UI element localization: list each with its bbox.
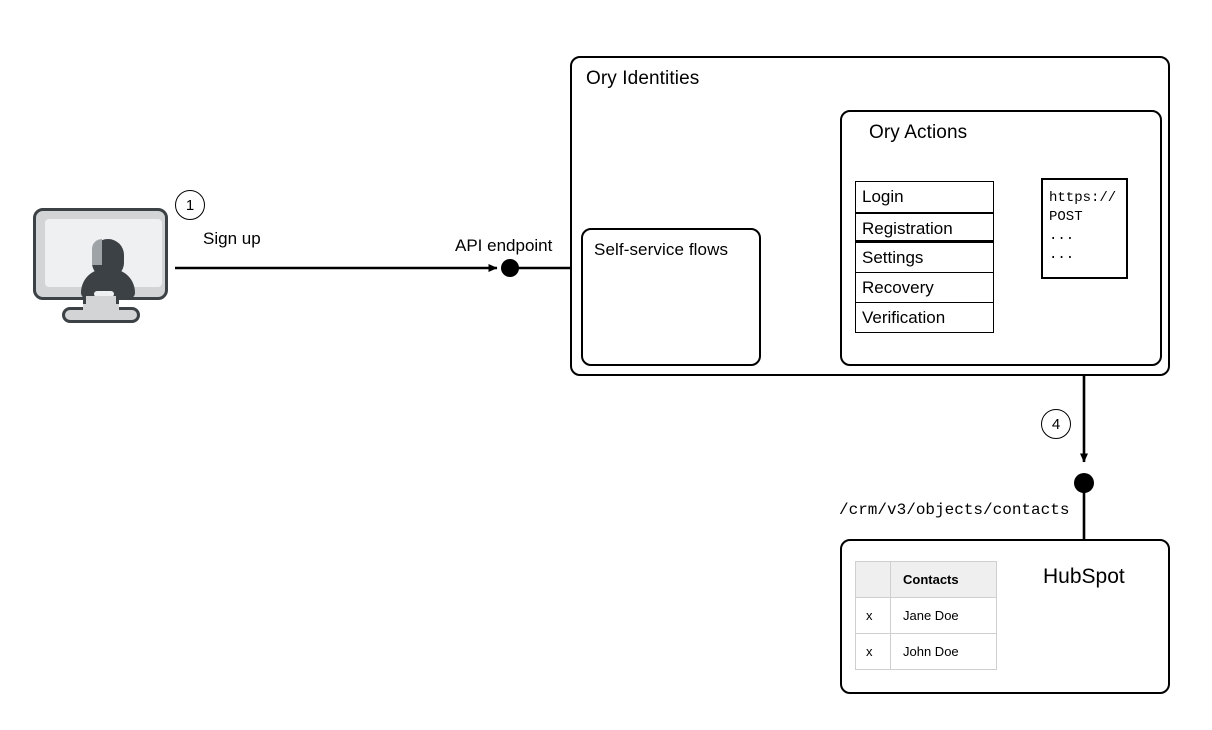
ory-actions-title: Ory Actions xyxy=(869,122,968,143)
http-line-method: POST xyxy=(1049,209,1083,225)
sign-up-label: Sign up xyxy=(203,229,261,248)
monitor-notch xyxy=(94,291,114,297)
hubspot-endpoint-dot xyxy=(1074,473,1094,493)
self-service-flows-box xyxy=(581,228,761,366)
crm-path-label: /crm/v3/objects/contacts xyxy=(839,501,1070,519)
http-request-card: https:// POST ... ... xyxy=(1041,178,1128,279)
table-row[interactable]: x John Doe xyxy=(855,633,997,670)
api-endpoint-label: API endpoint xyxy=(455,236,553,255)
self-service-flows-title: Self-service flows xyxy=(594,240,729,259)
ory-actions-flow-list: Login Registration Settings Recovery Ver… xyxy=(855,181,994,333)
hubspot-title: HubSpot xyxy=(1043,565,1125,588)
monitor-screen xyxy=(45,219,162,299)
monitor-base-cover xyxy=(83,304,119,311)
contacts-table: Contacts x Jane Doe x John Doe xyxy=(855,561,997,670)
http-line-ellipsis-2: ... xyxy=(1049,247,1075,263)
http-line-url: https:// xyxy=(1049,190,1117,206)
row-contact-name: John Doe xyxy=(890,633,997,670)
row-contact-name: Jane Doe xyxy=(890,597,997,634)
monitor-frame xyxy=(33,208,168,300)
table-header-blank xyxy=(855,561,891,598)
step-circle-4: 4 xyxy=(1041,409,1071,439)
table-header-contacts: Contacts xyxy=(890,561,997,598)
row-mark: x xyxy=(855,597,891,634)
ory-identities-title: Ory Identities xyxy=(586,68,700,89)
flow-item-registration[interactable]: Registration xyxy=(856,212,993,242)
step-circle-1: 1 xyxy=(175,190,205,220)
flow-item-settings[interactable]: Settings xyxy=(856,242,993,272)
flow-item-verification[interactable]: Verification xyxy=(856,302,993,332)
http-line-ellipsis-1: ... xyxy=(1049,228,1075,244)
row-mark: x xyxy=(855,633,891,670)
table-header-row: Contacts xyxy=(855,561,997,598)
flow-item-recovery[interactable]: Recovery xyxy=(856,272,993,302)
user-monitor-icon xyxy=(33,208,168,323)
table-row[interactable]: x Jane Doe xyxy=(855,597,997,634)
avatar-highlight xyxy=(92,239,102,265)
api-endpoint-dot xyxy=(501,259,519,277)
flow-item-login[interactable]: Login xyxy=(862,187,904,206)
